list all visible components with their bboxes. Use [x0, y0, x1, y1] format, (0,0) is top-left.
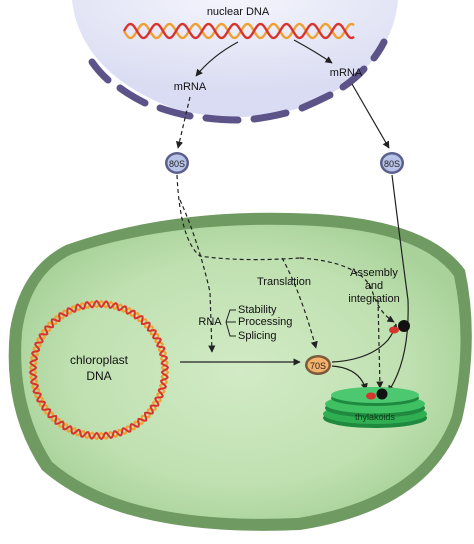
thylakoids-label: thylakoids: [355, 412, 396, 422]
dashed-arrow-to-rna: [179, 199, 216, 353]
chloroplast-dna-circle: [28, 299, 170, 441]
arrow-80s-right-to-thylakoids: [387, 174, 409, 393]
assembly-label-line2: and: [365, 280, 383, 292]
ribosome-70s: 70S: [305, 355, 331, 375]
mrna-left-label: mRNA: [174, 81, 207, 93]
mrna-right-label: mRNA: [330, 67, 363, 79]
nuclear-dna-label: nuclear DNA: [207, 6, 270, 18]
nucleus: [72, 0, 398, 124]
chloroplast-stroma: [21, 224, 461, 519]
ribosome-80s-right-label: 80S: [384, 159, 400, 169]
dashed-arrow-to-70s: [281, 257, 318, 349]
arrow-dna-to-mrna-left: [195, 41, 239, 77]
stability-label: Stability: [238, 304, 277, 316]
processing-label: Processing: [238, 316, 292, 328]
assembly-label-line3: integration: [348, 293, 399, 305]
arrow-70s-to-thylakoids: [331, 365, 368, 391]
splicing-label: Splicing: [238, 330, 277, 342]
nuclear-envelope: [88, 38, 388, 124]
ribosome-70s-label: 70S: [310, 361, 326, 371]
rna-bracket: [225, 309, 236, 337]
chloroplast: [8, 212, 472, 531]
assembly-complex: [389, 320, 410, 334]
thylakoid-stack: thylakoids: [323, 387, 427, 428]
dashed-arrow-to-assembly: [299, 257, 395, 323]
dashed-arrow-assembly-to-thylakoids: [376, 299, 384, 389]
chloroplast-dna-strand-2: [28, 299, 170, 441]
nuclear-dna-helix: [122, 22, 355, 40]
chloroplast-dna-label-line1: chloroplast: [70, 353, 129, 367]
arrow-mrna-to-80s-right: [351, 83, 390, 149]
translation-label: Translation: [257, 276, 311, 288]
chloroplast-dna-label-line2: DNA: [86, 369, 111, 383]
nucleus-body: [72, 0, 398, 117]
thylakoid-complex: [366, 388, 388, 400]
ribosome-80s-left: 80S: [165, 152, 189, 174]
ribosome-80s-left-label: 80S: [169, 159, 185, 169]
nuclear-dna-strand-2: [122, 22, 355, 40]
arrow-mrna-to-80s-left: [175, 96, 191, 149]
ribosome-80s-right: 80S: [380, 152, 404, 174]
assembly-label-line1: Assembly: [350, 267, 398, 279]
rna-label: RNA: [198, 316, 222, 328]
arrow-dna-to-mrna-right: [293, 39, 333, 64]
